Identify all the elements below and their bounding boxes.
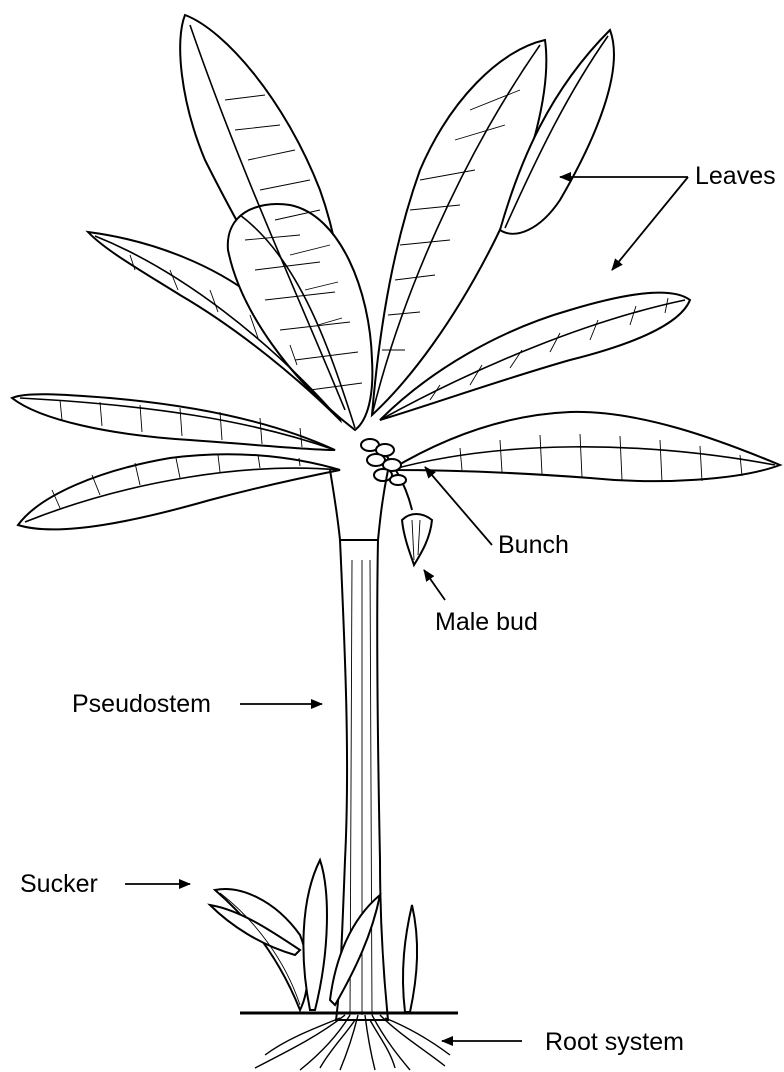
label-root-system: Root system bbox=[545, 1030, 684, 1055]
label-bunch: Bunch bbox=[498, 533, 569, 558]
label-sucker: Sucker bbox=[20, 872, 98, 897]
label-pseudostem: Pseudostem bbox=[72, 692, 211, 717]
label-leaves: Leaves bbox=[695, 164, 776, 189]
root-system-shape bbox=[255, 1015, 450, 1070]
arrow-bunch bbox=[425, 467, 492, 545]
arrow-male-bud bbox=[424, 570, 445, 600]
leaves-group bbox=[12, 15, 780, 529]
label-male-bud: Male bud bbox=[435, 610, 538, 635]
arrow-leaves-2 bbox=[612, 177, 688, 270]
male-bud-shape bbox=[402, 514, 432, 565]
leaf-lower-left bbox=[18, 454, 340, 529]
